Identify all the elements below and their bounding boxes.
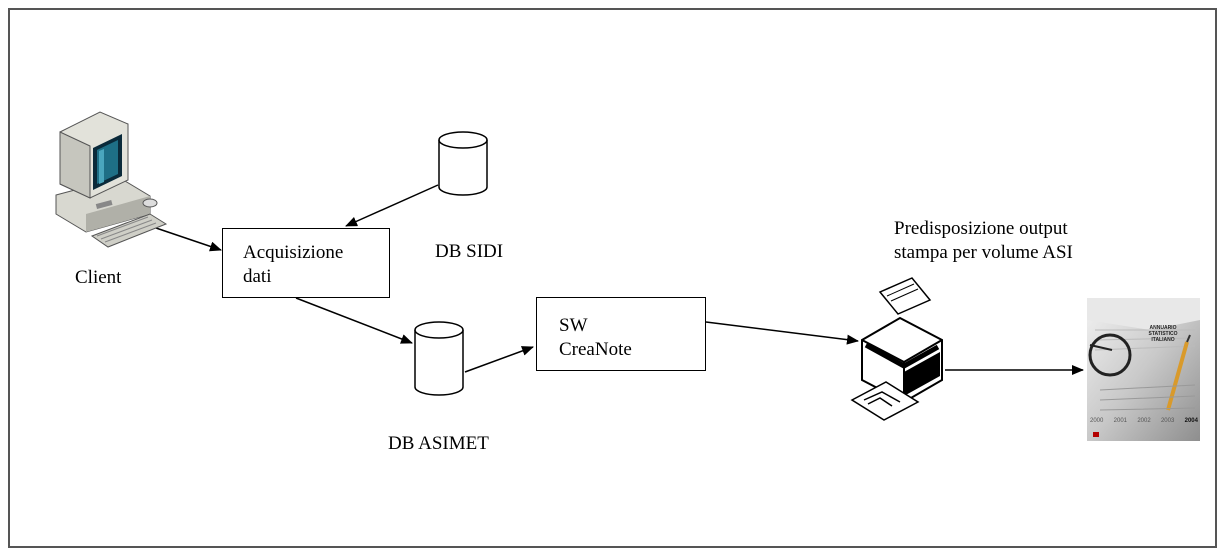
client-label: Client: [75, 267, 122, 288]
book-year: 2003: [1160, 418, 1175, 424]
book-cover-image: [1087, 298, 1200, 441]
arrow-asimet-to-sw: [464, 346, 534, 373]
computer-icon: [55, 111, 168, 248]
db-asimet-label: DB ASIMET: [388, 433, 489, 454]
arrow-sidi-to-acquisizione: [345, 184, 439, 227]
arrow-sw-to-printer: [705, 321, 859, 345]
book-title-line3: ITALIANO: [1151, 337, 1175, 343]
book-title-line1: ANNUARIO: [1149, 325, 1177, 331]
db-sidi-label: DB SIDI: [435, 241, 504, 262]
book-year: 2000: [1090, 418, 1104, 424]
book-year: 2004: [1184, 418, 1198, 424]
acquisizione-line2: dati: [243, 266, 272, 287]
book-year: 2002: [1137, 418, 1151, 424]
sw-creanote-box: SW CreaNote: [536, 297, 706, 371]
output-label: Predisposizione output stampa per volume…: [894, 217, 1073, 265]
sw-line2: CreaNote: [559, 339, 632, 360]
connectors: [55, 111, 1200, 441]
arrow-acquisizione-to-asimet: [295, 297, 413, 344]
printer-icon: [850, 277, 943, 421]
book-title-line2: STATISTICO: [1148, 331, 1178, 337]
db-sidi-icon: [438, 131, 488, 196]
output-line1: Predisposizione output: [894, 218, 1068, 239]
sw-line1: SW: [559, 315, 588, 336]
arrow-client-to-acquisizione: [155, 227, 222, 252]
book-cover-title: ANNUARIO STATISTICO ITALIANO: [1128, 325, 1198, 343]
acquisizione-dati-box: Acquisizione dati: [222, 228, 390, 298]
book-year: 2001: [1113, 418, 1128, 424]
db-asimet-icon: [414, 321, 464, 396]
output-line2: stampa per volume ASI: [894, 242, 1073, 263]
acquisizione-line1: Acquisizione: [243, 242, 344, 263]
book-cover-years: 2000 2001 2002 2003 2004: [1090, 418, 1198, 424]
